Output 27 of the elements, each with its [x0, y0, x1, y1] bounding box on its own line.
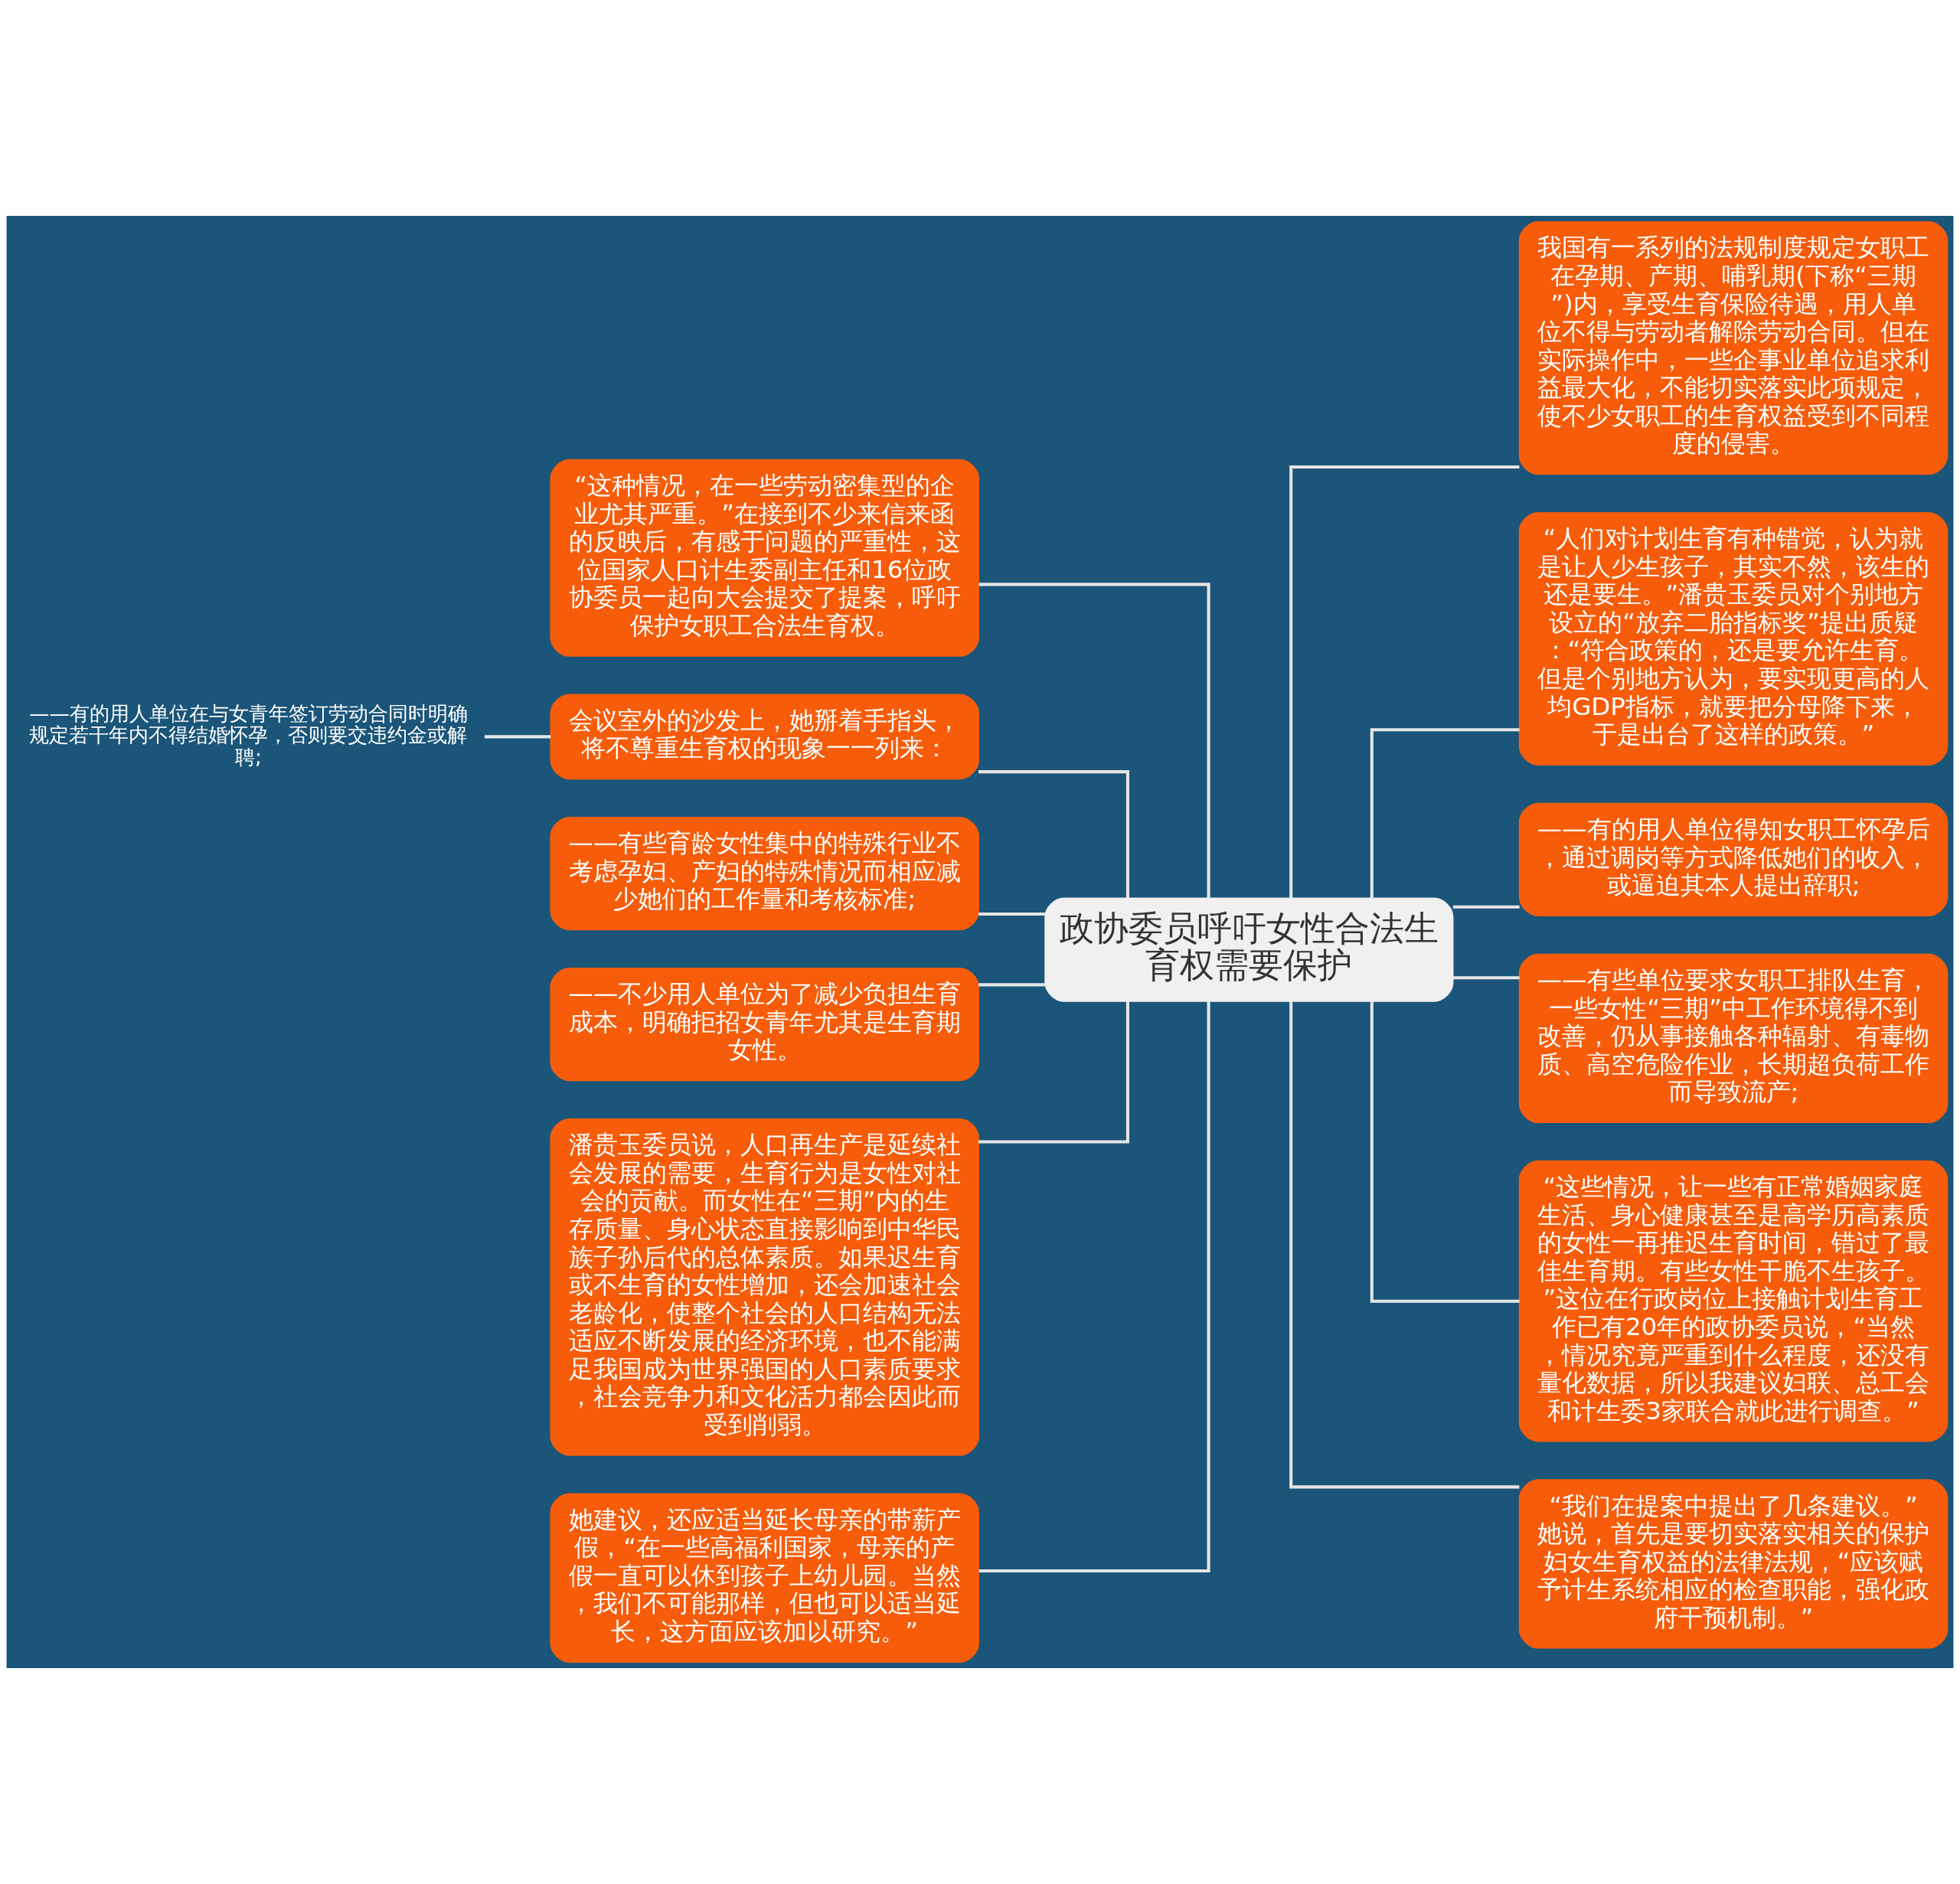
connector	[978, 770, 1129, 899]
node-box: 会议室外的沙发上，她掰着手指头，将不尊重生育权的现象一一列来：	[550, 694, 979, 780]
node-box: ——有些单位要求女职工排队生育，一些女性“三期”中工作环境得不到改善，仍从事接触各种辐射、有毒物质、高空危险作业，长期超负荷工作而导致流产;	[1518, 953, 1949, 1124]
connector	[978, 912, 1045, 916]
node-box: 政协委员呼吁女性合法生育权需要保护	[1044, 897, 1454, 1002]
connector	[1370, 728, 1520, 899]
node-box: ——有些育龄女性集中的特殊行业不考虑孕妇、产妇的特殊情况而相应减少她们的工作量和考核标准;	[550, 817, 979, 931]
connector	[978, 583, 1210, 899]
node-text: ——有的用人单位在与女青年签订劳动合同时明确规定若干年内不得结婚怀孕，否则要交违约金或解聘;	[29, 700, 468, 769]
connector	[1452, 905, 1520, 909]
connector	[1289, 465, 1520, 899]
connector	[978, 1001, 1129, 1144]
node-box: ——有的用人单位得知女职工怀孕后，通过调岗等方式降低她们的收入，或逼迫其本人提出辞职;	[1518, 802, 1949, 916]
node-box: “这些情况，让一些有正常婚姻家庭生活、身心健康甚至是高学历高素质的女性一再推迟生育时间，错过了最佳生育期。有些女性干脆不生孩子。”这位在行政岗位上接触计划生育工作已有20年的政协委员说，“当然，情况究竟严重到什么程度，还没有量化数据，所以我建议妇联、总工会和计生委3家联合就此进行调查。”	[1518, 1160, 1949, 1442]
connector	[1370, 1001, 1520, 1303]
node-box: ——不少用人单位为了减少负担生育成本，明确拒招女青年尤其是生育期女性。	[550, 968, 979, 1082]
connector	[1289, 1001, 1520, 1489]
node-box: “这种情况，在一些劳动密集型的企业尤其严重。”在接到不少来信来函的反映后，有感于问题的严重性，这位国家人口计生委副主任和16位政协委员一起向大会提交了提案，呼吁保护女职工合法生育权。	[550, 459, 979, 657]
connector	[978, 983, 1045, 987]
node-box: 我国有一系列的法规制度规定女职工在孕期、产期、哺乳期(下称“三期”)内，享受生育保险待遇，用人单位不得与劳动者解除劳动合同。但在实际操作中，一些企事业单位追求利益最大化，不能切实落实此项规定，使不少女职工的生育权益受到不同程度的侵害。	[1518, 221, 1949, 475]
connector	[978, 1001, 1210, 1573]
node-box: 她建议，还应适当延长母亲的带薪产假，“在一些高福利国家，母亲的产假一直可以休到孩子上幼儿园。当然，我们不可能那样，但也可以适当延长，这方面应该加以研究。”	[550, 1493, 979, 1663]
connector	[1452, 976, 1520, 980]
node-box: “人们对计划生育有种错觉，认为就是让人少生孩子，其实不然，该生的还是要生。”潘贵玉委员对个别地方设立的“放弃二胎指标奖”提出质疑：“符合政策的，还是要允许生育。但是个别地方认为，要实现更高的人均GDP指标，就要把分母降下来，于是出台了这样的政策。”	[1518, 511, 1949, 766]
connector	[484, 735, 551, 739]
node-box: 潘贵玉委员说，人口再生产是延续社会发展的需要，生育行为是女性对社会的贡献。而女性在“三期”内的生存质量、身心状态直接影响到中华民族子孙后代的总体素质。如果迟生育或不生育的女性增加，还会加速社会老龄化，使整个社会的人口结构无法适应不断发展的经济环境，也不能满足我国成为世界强国的人口素质要求，社会竞争力和文化活力都会因此而受到削弱。	[550, 1118, 979, 1456]
node-box: “我们在提案中提出了几条建议。”她说，首先是要切实落实相关的保护妇女生育权益的法律法规，“应该赋予计生系统相应的检查职能，强化政府干预机制。”	[1518, 1479, 1949, 1649]
